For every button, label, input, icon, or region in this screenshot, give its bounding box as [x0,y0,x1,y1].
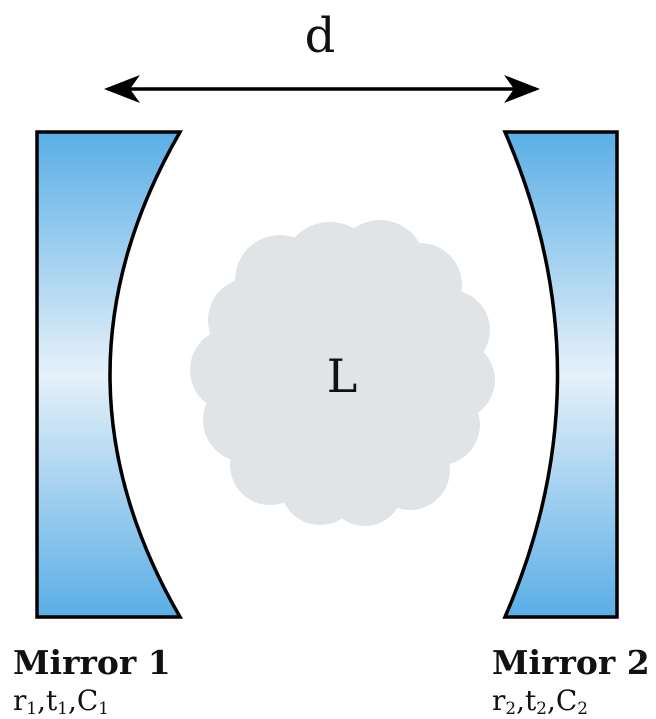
arrowhead-left [104,75,140,103]
medium-label: L [327,349,358,403]
mirror-1-params: r1,t1,C1 [13,684,109,719]
param-base: C [76,684,99,717]
arrowhead-right [504,75,540,103]
param-base: r [13,684,27,717]
mirror-1-name: Mirror 1 [13,643,171,682]
param-base: r [492,684,506,717]
param-base: t [45,684,58,717]
mirror-1-caption: Mirror 1 r1,t1,C1 [13,643,171,719]
param-sub: 2 [577,698,588,719]
mirror-2 [502,130,619,619]
param-sub: 1 [26,698,38,719]
param-sub: 1 [98,698,109,719]
mirror-2-params: r2,t2,C2 [492,684,588,719]
mirror-1 [35,130,184,619]
mirror-2-caption: Mirror 2 r2,t2,C2 [492,643,650,719]
param-sub: 2 [505,698,517,719]
param-base: C [555,684,578,717]
param-sub: 1 [57,698,68,719]
medium-cloud [190,220,495,526]
param-base: t [524,684,537,717]
distance-label: d [305,8,336,64]
mirror-2-name: Mirror 2 [492,643,650,682]
distance-arrow [104,75,540,103]
param-sub: 2 [536,698,547,719]
